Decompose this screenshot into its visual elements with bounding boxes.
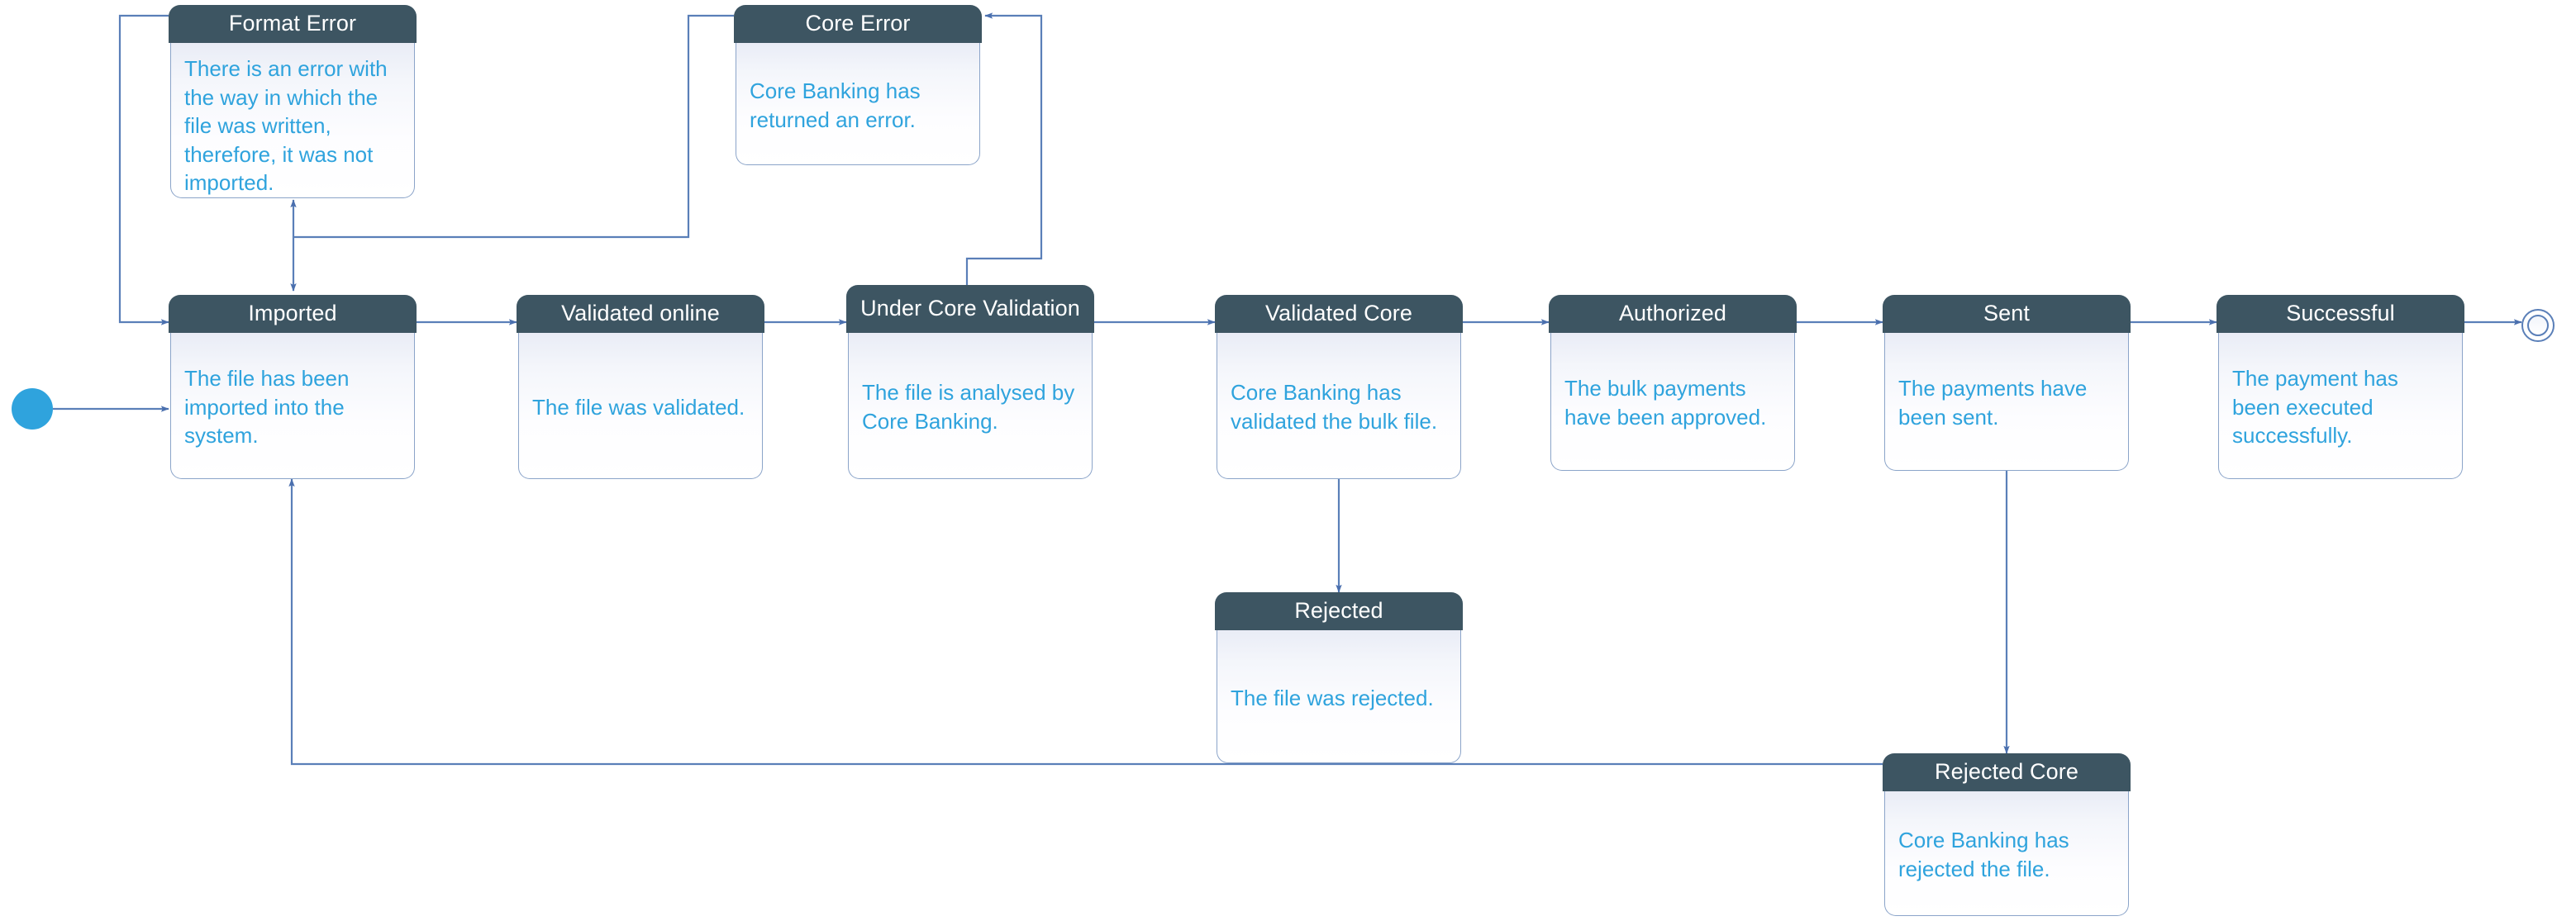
state-description-sent: The payments have been sent. (1898, 376, 2088, 430)
state-body-sent: The payments have been sent. (1884, 333, 2129, 471)
end-node[interactable] (2521, 309, 2555, 342)
state-body-rejected-core: Core Banking has rejected the file. (1884, 791, 2129, 916)
state-description-validated-core: Core Banking has validated the bulk file… (1231, 380, 1438, 434)
state-body-validated-online: The file was validated. (518, 333, 763, 479)
edge-format-error-to-imported (118, 14, 169, 325)
state-header-validated-online: Validated online (517, 295, 764, 333)
state-body-rejected: The file was rejected. (1217, 630, 1461, 763)
state-description-under-core-validation: The file is analysed by Core Banking. (862, 380, 1075, 434)
state-body-successful: The payment has been executed successful… (2218, 333, 2463, 479)
state-body-core-error: Core Banking has returned an error. (736, 43, 980, 165)
state-header-rejected: Rejected (1215, 592, 1463, 630)
state-body-format-error: There is an error with the way in which … (170, 43, 415, 198)
state-header-authorized: Authorized (1549, 295, 1797, 333)
state-header-rejected-core: Rejected Core (1883, 753, 2131, 791)
end-node-inner-ring (2527, 315, 2549, 336)
state-header-imported: Imported (169, 295, 417, 333)
state-body-under-core-validation: The file is analysed by Core Banking. (848, 333, 1093, 479)
state-description-core-error: Core Banking has returned an error. (750, 78, 921, 132)
state-body-validated-core: Core Banking has validated the bulk file… (1217, 333, 1461, 479)
state-header-validated-core: Validated Core (1215, 295, 1463, 333)
state-header-sent: Sent (1883, 295, 2131, 333)
state-description-imported: The file has been imported into the syst… (184, 366, 350, 449)
state-header-core-error: Core Error (734, 5, 982, 43)
state-body-imported: The file has been imported into the syst… (170, 333, 415, 479)
state-description-rejected-core: Core Banking has rejected the file. (1898, 828, 2069, 881)
start-node[interactable] (12, 388, 53, 430)
state-header-format-error: Format Error (169, 5, 417, 43)
state-body-authorized: The bulk payments have been approved. (1550, 333, 1795, 471)
state-description-format-error: There is an error with the way in which … (184, 56, 388, 196)
state-description-rejected: The file was rejected. (1231, 685, 1434, 710)
state-header-under-core-validation: Under Core Validation (846, 285, 1094, 333)
state-header-successful: Successful (2217, 295, 2464, 333)
state-description-validated-online: The file was validated. (532, 394, 745, 420)
edge-rejected-core-to-imported (288, 478, 1883, 766)
state-description-authorized: The bulk payments have been approved. (1564, 376, 1767, 430)
state-description-successful: The payment has been executed successful… (2232, 366, 2398, 449)
